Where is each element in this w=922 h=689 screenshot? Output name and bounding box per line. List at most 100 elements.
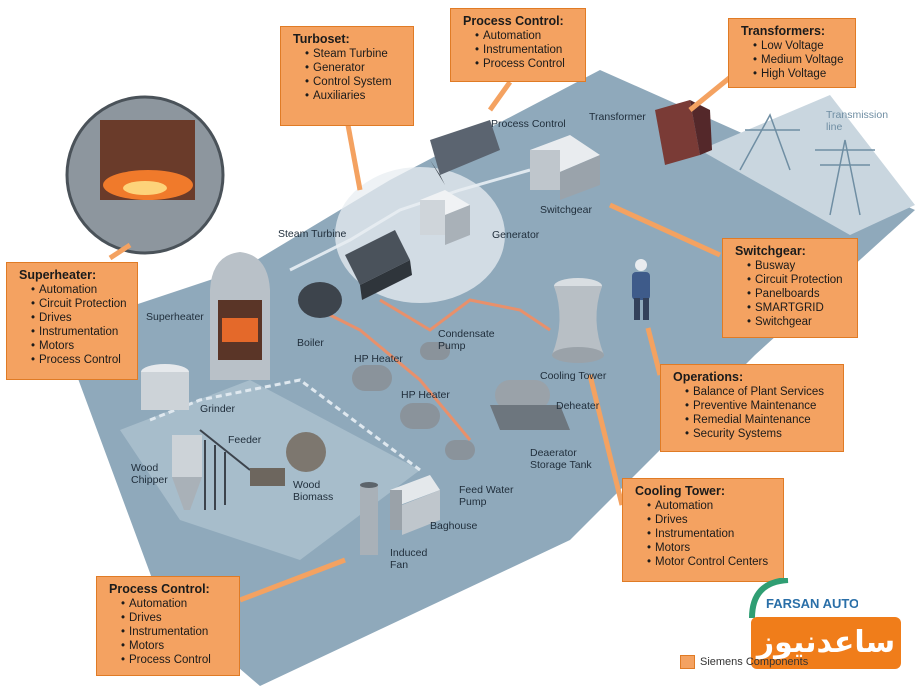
label-transmission-line: Transmission line [826,109,889,133]
label-feeder: Feeder [228,434,262,446]
legend-label: Siemens Components [700,656,809,668]
callout-item: Process Control [121,653,231,667]
label-hp-heater-1: HP Heater [354,353,403,365]
callout-item: SMARTGRID [747,301,849,315]
callout-item: Process Control [475,57,577,71]
generator-unit [420,190,470,245]
callout-item: Low Voltage [753,39,847,53]
transformer-unit [655,100,712,165]
superheater-zoom-circle [65,95,225,255]
biomass-pile [250,432,326,486]
label-feed-water-pump: Feed Water Pump [459,484,514,508]
callout-list: Steam Turbine Generator Control System A… [293,47,405,103]
label-deaerator-storage-tank: Deaerator Storage Tank [530,447,592,471]
superheater-unit [210,252,270,380]
label-transformer: Transformer [589,111,646,123]
superheater-callout: Superheater: Automation Circuit Protecti… [6,262,138,380]
callout-title: Turboset: [293,32,350,46]
label-superheater: Superheater [146,311,204,323]
turboset-callout: Turboset: Steam Turbine Generator Contro… [280,26,414,126]
callout-item: Process Control [31,353,129,367]
callout-list: Automation Drives Instrumentation Motors… [635,499,775,569]
label-process-control: Process Control [491,118,566,130]
callout-item: Drives [647,513,775,527]
label-wood-chipper: Wood Chipper [131,462,168,486]
label-wood-biomass: Wood Biomass [293,479,334,503]
label-steam-turbine: Steam Turbine [278,228,347,240]
operator-figure [632,259,650,320]
callout-item: Auxiliaries [305,89,405,103]
callout-item: Drives [31,311,129,325]
process-control-top-callout: Process Control: Automation Instrumentat… [450,8,586,82]
control-console [430,120,500,185]
callout-item: Panelboards [747,287,849,301]
ash-conveyor [149,378,421,472]
callout-title: Operations: [673,370,744,384]
callout-title: Switchgear: [735,244,806,258]
logo-latin-text: FARSAN AUTOMATION [766,596,858,611]
label-generator: Generator [492,229,540,241]
grinder-unit [141,364,189,410]
callout-title: Process Control: [463,14,564,28]
callout-item: Switchgear [747,315,849,329]
callout-item: Balance of Plant Services [685,385,835,399]
deaerator-tank [490,380,570,430]
callout-list: Low Voltage Medium Voltage High Voltage [741,39,847,81]
callout-item: Control System [305,75,405,89]
cooling-tower-unit [552,278,604,363]
hp-heaters [352,342,475,460]
label-boiler: Boiler [297,337,324,349]
callout-list: Busway Circuit Protection Panelboards SM… [735,259,849,329]
callout-item: Automation [647,499,775,513]
callout-item: Busway [747,259,849,273]
label-cooling-tower: Cooling Tower [540,370,607,382]
steam-turbine-unit [345,230,412,300]
persian-news-logo: ساعدنیوز [751,617,901,669]
label-grinder: Grinder [200,403,236,415]
callout-item: Motors [121,639,231,653]
callout-item: Motor Control Centers [647,555,775,569]
callout-title: Transformers: [741,24,826,38]
callout-title: Cooling Tower: [635,484,726,498]
callout-item: Motors [647,541,775,555]
label-baghouse: Baghouse [430,520,478,532]
callout-item: Remedial Maintenance [685,413,835,427]
callout-item: Instrumentation [31,325,129,339]
label-condensate-pump: Condensate Pump [438,328,495,352]
induced-fan-stack [360,482,378,555]
callout-item: Instrumentation [475,43,577,57]
callout-item: Drives [121,611,231,625]
callout-list: Automation Drives Instrumentation Motors… [109,597,231,667]
switchgear-cabinets [530,135,600,200]
process-control-bottom-callout: Process Control: Automation Drives Instr… [96,576,240,676]
callout-item: Motors [31,339,129,353]
callout-item: Circuit Protection [747,273,849,287]
callout-title: Process Control: [109,582,210,596]
callout-item: Medium Voltage [753,53,847,67]
feeder-conveyor [199,429,251,510]
operations-callout: Operations: Balance of Plant Services Pr… [660,364,844,452]
label-induced-fan: Induced Fan [390,547,428,571]
label-switchgear: Switchgear [540,204,592,216]
callout-item: High Voltage [753,67,847,81]
callout-list: Automation Instrumentation Process Contr… [463,29,577,71]
callout-item: Steam Turbine [305,47,405,61]
condensate-pipe [379,298,551,332]
callout-title: Superheater: [19,268,97,282]
callout-item: Automation [475,29,577,43]
label-hp-heater-2: HP Heater [401,389,450,401]
callout-list: Automation Circuit Protection Drives Ins… [19,283,129,367]
cooling-tower-callout: Cooling Tower: Automation Drives Instrum… [622,478,784,582]
callout-list: Balance of Plant Services Preventive Mai… [673,385,835,441]
transformers-callout: Transformers: Low Voltage Medium Voltage… [728,18,856,88]
callout-item: Instrumentation [121,625,231,639]
callout-item: Automation [31,283,129,297]
callout-item: Security Systems [685,427,835,441]
callout-item: Generator [305,61,405,75]
switchgear-callout: Switchgear: Busway Circuit Protection Pa… [722,238,858,338]
legend: Siemens Components [680,655,808,669]
boiler-unit [298,282,342,318]
transmission-tower [739,113,875,216]
callout-item: Instrumentation [647,527,775,541]
